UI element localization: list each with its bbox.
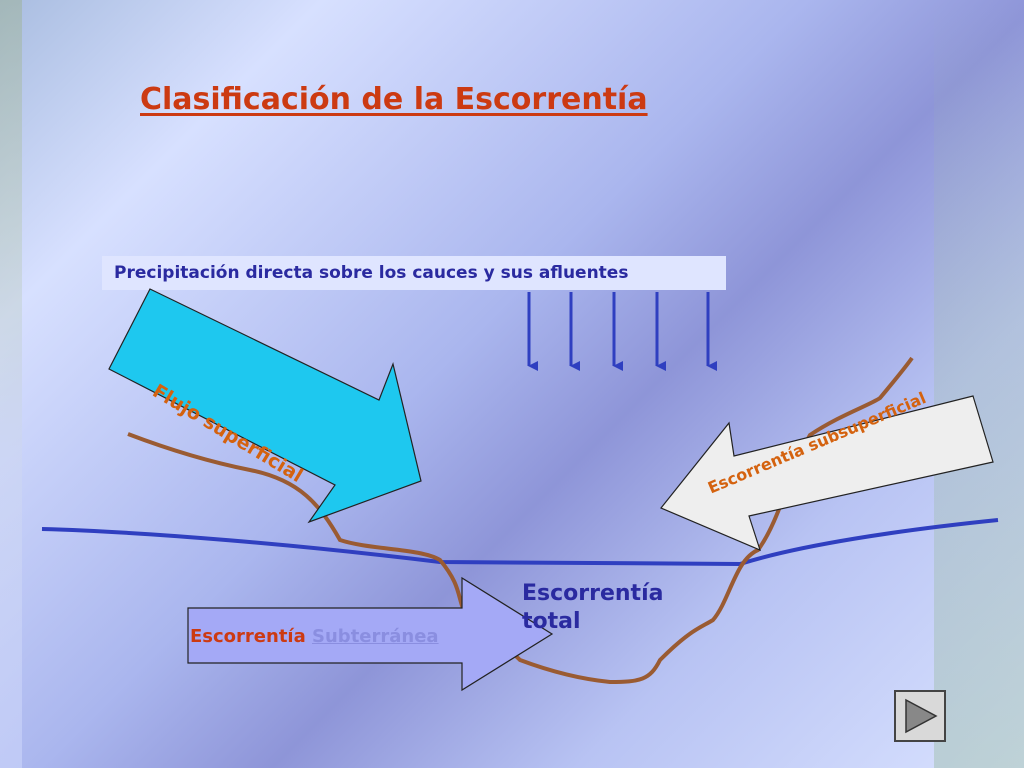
slide-title: Clasificación de la Escorrentía [140, 82, 648, 117]
rain-arrows [527, 292, 717, 371]
precipitation-label: Precipitación directa sobre los cauces y… [114, 263, 629, 283]
groundwater-runoff-link[interactable]: Subterránea [312, 626, 439, 647]
water-table-line [41, 518, 999, 567]
surface-flow-arrow [108, 288, 422, 524]
groundwater-runoff-label: Escorrentía Subterránea [190, 626, 439, 647]
right-border-shade [934, 0, 1024, 768]
total-runoff-label: Escorrentía total [522, 581, 664, 634]
next-slide-button[interactable] [894, 690, 946, 742]
precipitation-label-box: Precipitación directa sobre los cauces y… [102, 256, 726, 290]
groundwater-runoff-prefix: Escorrentía [190, 626, 306, 647]
play-triangle-icon [905, 698, 938, 734]
subsurface-runoff-arrow [660, 395, 994, 552]
groundwater-runoff-arrow [187, 576, 554, 692]
left-border-shade [0, 0, 22, 768]
